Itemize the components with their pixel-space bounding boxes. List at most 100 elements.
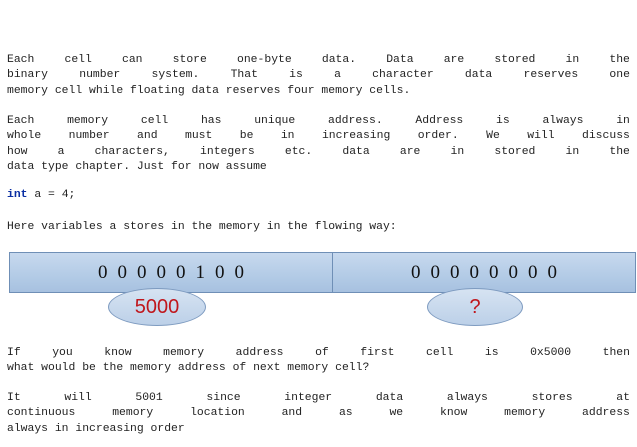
word: we (389, 407, 404, 420)
word: Each (7, 115, 35, 127)
address-label-5000: 5000 (108, 288, 206, 326)
word: must (184, 130, 213, 143)
memory-bit: 0 (411, 261, 421, 283)
text-line: always in increasing order (7, 422, 185, 435)
memory-bit: 0 (450, 261, 460, 283)
word: character (372, 69, 434, 82)
word: characters, (94, 145, 170, 158)
word: how (7, 145, 28, 158)
word: a (57, 145, 65, 158)
word: etc. (284, 145, 313, 158)
word: as (338, 407, 353, 420)
word: first (360, 347, 395, 359)
word: 0x5000 (530, 347, 572, 359)
word: in (450, 145, 465, 158)
word: at (616, 392, 630, 404)
word: be (239, 130, 254, 143)
word: the (609, 145, 630, 158)
word: memory (67, 115, 109, 127)
word: in (280, 130, 295, 143)
word: That (230, 69, 258, 82)
word: a (334, 69, 341, 82)
word: address. (327, 115, 383, 127)
memory-bit: 0 (176, 261, 186, 283)
code-rest: a = 4; (27, 189, 76, 201)
word: whole (7, 130, 42, 143)
word: one-byte (237, 54, 292, 66)
word: can (122, 54, 143, 66)
word: store (172, 54, 207, 66)
word: and (137, 130, 158, 143)
word: in (616, 115, 630, 127)
text-line: data type chapter. Just for now assume (7, 161, 267, 174)
text-line: memory cell while floating data reserves… (7, 84, 411, 97)
word: of (315, 347, 329, 359)
word: will (527, 130, 555, 143)
word: location (190, 407, 245, 420)
word: Address (415, 115, 464, 127)
code-keyword: int (7, 189, 28, 201)
word: you (52, 347, 73, 359)
word: in (565, 54, 580, 66)
word: and (281, 407, 303, 420)
word: know (104, 347, 132, 359)
text-line: Here variables a stores in the memory in… (7, 221, 397, 233)
memory-bit: 0 (528, 261, 538, 283)
memory-bit: 0 (137, 261, 147, 283)
word: Each (7, 54, 35, 66)
address-label-unknown: ? (427, 288, 523, 326)
word: has (200, 115, 222, 127)
word: stored (494, 54, 536, 66)
word: Data (386, 54, 414, 66)
word: is (496, 115, 510, 127)
word: memory (112, 407, 154, 420)
word: number (68, 130, 110, 143)
memory-bit: 0 (156, 261, 167, 283)
word: cell (64, 54, 92, 66)
word: stored (494, 145, 536, 158)
word: memory (504, 407, 546, 420)
memory-bit: 0 (547, 261, 558, 283)
word: always (446, 392, 488, 404)
word: the (609, 54, 630, 66)
word: integer (284, 392, 333, 404)
code-snippet: int a = 4; (7, 189, 75, 201)
memory-bit: 0 (215, 261, 225, 283)
word: data (464, 69, 493, 82)
memory-bit: 0 (117, 261, 128, 283)
memory-bit: 0 (469, 261, 480, 283)
word: memory (163, 347, 205, 359)
word: number (79, 69, 121, 82)
word: always (542, 115, 584, 127)
word: binary (7, 69, 49, 82)
word: reserves (523, 69, 579, 82)
word: If (7, 347, 21, 359)
word: one (609, 69, 630, 82)
memory-bit: 0 (489, 261, 499, 283)
memory-bit: 1 (195, 261, 206, 283)
word: know (439, 407, 468, 420)
word: data (342, 145, 370, 158)
word: system. (151, 69, 200, 82)
word: 5001 (135, 392, 163, 404)
word: cell (425, 347, 454, 359)
paragraph-memory-intro: Here variables a stores in the memory in… (7, 220, 630, 235)
word: since (206, 392, 241, 404)
word: continuous (7, 407, 76, 420)
word: will (64, 392, 92, 404)
word: We (486, 130, 500, 143)
text-line: what would be the memory address of next… (7, 362, 370, 375)
